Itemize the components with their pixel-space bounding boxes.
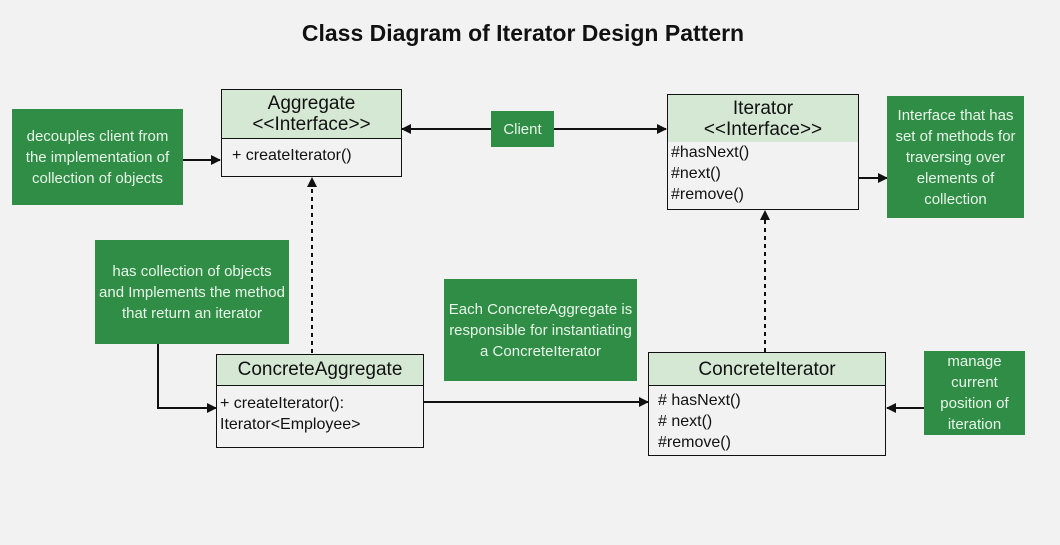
note-aggregate-text: decouples client from the implementation… [25,127,170,187]
method-create-iterator: + createIterator() [232,147,352,164]
method-create-iterator-line1: + createIterator(): [220,395,345,412]
note-responsibility-text: Each ConcreteAggregate is responsible fo… [448,300,633,360]
client-box[interactable]: Client [491,111,554,147]
class-aggregate[interactable]: Aggregate <<Interface>> + createIterator… [221,89,402,177]
method-next: #next() [671,165,721,182]
note-concrete-aggregate-text: has collection of objects and Implements… [99,262,285,322]
class-iterator[interactable]: Iterator <<Interface>> #hasNext() #next(… [667,94,859,210]
method-create-iterator-line2: Iterator<Employee> [220,416,361,433]
class-concrete-aggregate[interactable]: ConcreteAggregate + createIterator(): It… [216,354,424,448]
class-aggregate-header: Aggregate <<Interface>> [222,90,401,139]
diagram-title: Class Diagram of Iterator Design Pattern [301,20,745,46]
class-aggregate-stereotype: <<Interface>> [252,114,371,135]
class-iterator-stereotype: <<Interface>> [703,119,823,140]
method-next: # next() [658,413,713,430]
class-iterator-name: Iterator [732,98,794,119]
class-concrete-iterator[interactable]: ConcreteIterator # hasNext() # next() #r… [648,352,886,456]
method-has-next: #hasNext() [671,144,750,161]
note-concrete-aggregate: has collection of objects and Implements… [95,240,289,344]
note-aggregate: decouples client from the implementation… [12,109,183,205]
class-concrete-aggregate-name: ConcreteAggregate [237,359,403,380]
class-concrete-aggregate-header: ConcreteAggregate [217,355,423,386]
note-responsibility: Each ConcreteAggregate is responsible fo… [444,279,637,381]
note-concrete-iterator: manage current position of iteration [924,351,1025,435]
note-concrete-iterator-text: manage current position of iteration [940,353,1009,433]
class-concrete-iterator-name: ConcreteIterator [698,359,836,380]
method-remove: #remove() [671,186,744,203]
note-iterator: Interface that has set of methods for tr… [887,96,1024,218]
client-label: Client [503,120,542,138]
class-iterator-header: Iterator <<Interface>> [668,95,858,142]
note-iterator-text: Interface that has set of methods for tr… [895,106,1016,208]
arrow-note-to-concrete-aggregate [157,344,217,413]
method-remove: #remove() [658,434,731,451]
method-has-next: # hasNext() [658,392,741,409]
class-concrete-iterator-header: ConcreteIterator [649,353,885,386]
class-aggregate-name: Aggregate [267,93,356,114]
